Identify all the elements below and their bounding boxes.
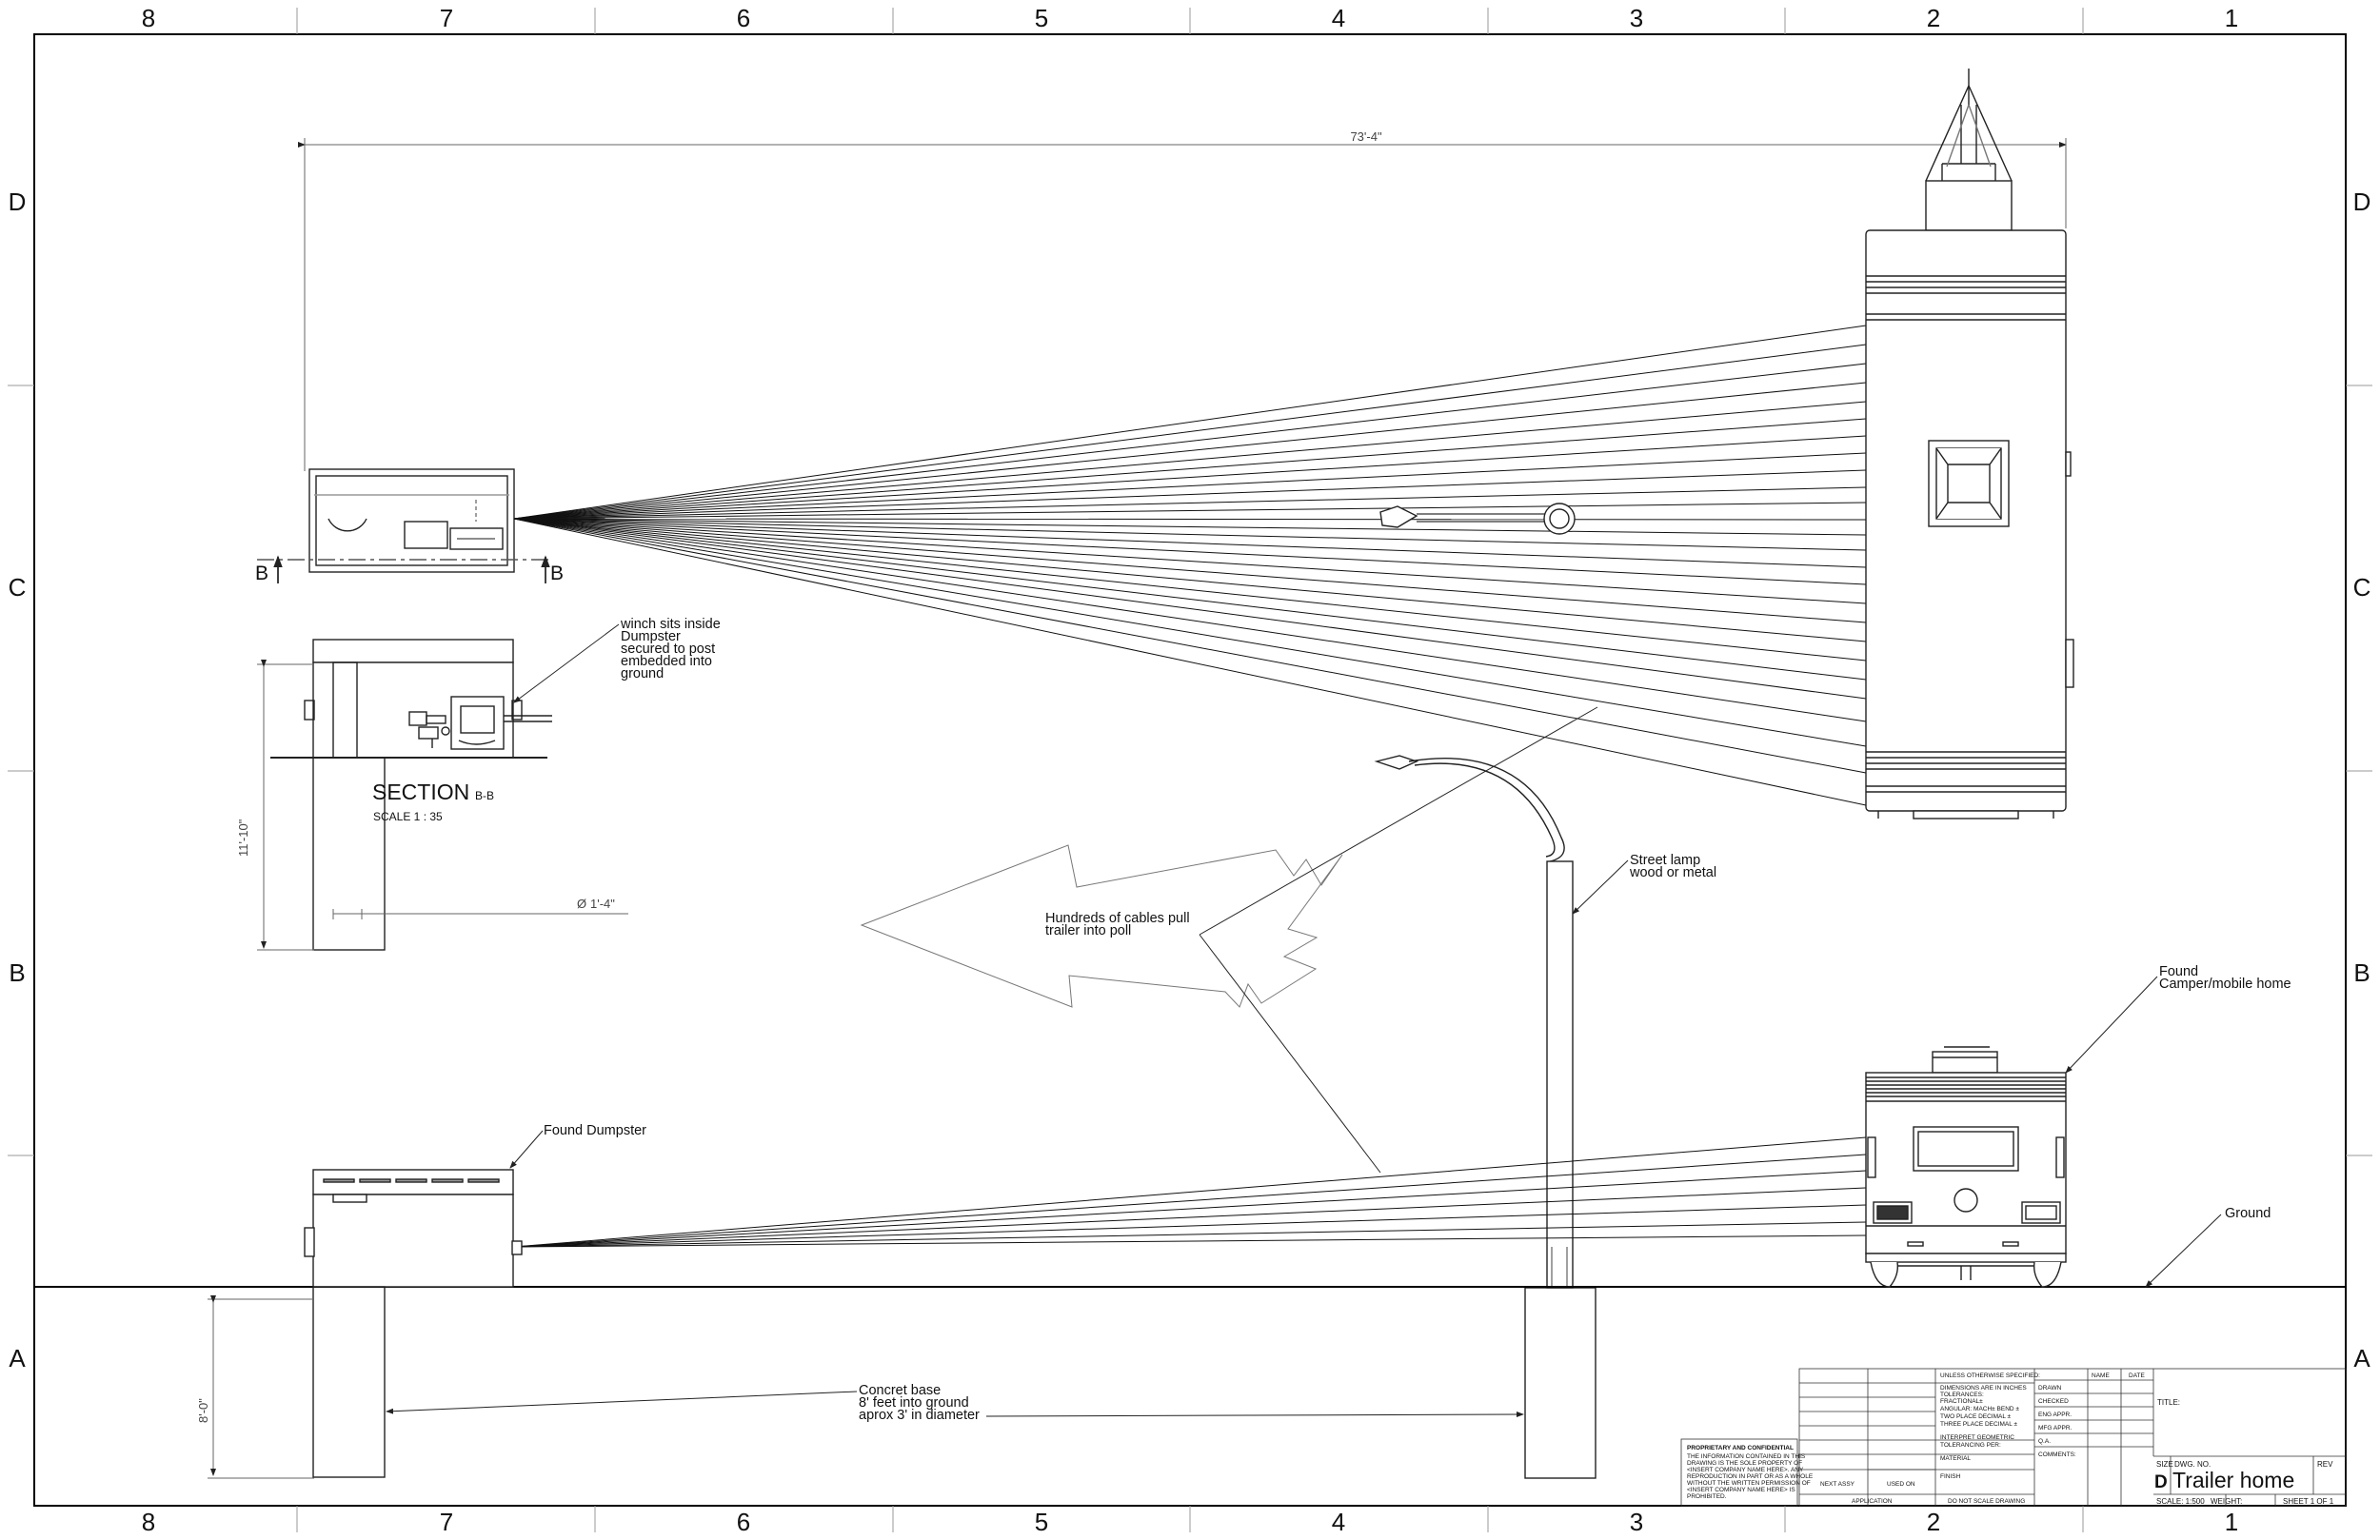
ground-leader <box>2145 1214 2222 1288</box>
section-cut-label-right: B <box>550 563 564 584</box>
winch-callout: winch sits inside Dumpster secured to po… <box>620 617 724 681</box>
weight-label: WEIGHT: <box>2211 1497 2242 1506</box>
section-dimensions <box>257 660 628 951</box>
size-label: SIZE <box>2156 1460 2173 1469</box>
concrete-base-leaders <box>386 1391 1524 1418</box>
street-lamp-leader <box>1572 859 1629 915</box>
zone-column-top: 7 <box>440 4 453 32</box>
material-label: MATERIAL <box>1940 1455 1971 1462</box>
name-column-label: NAME <box>2092 1372 2110 1379</box>
checked-label: CHECKED <box>2038 1398 2069 1405</box>
used-on-label: USED ON <box>1887 1481 1915 1488</box>
section-cut-label-left: B <box>255 563 268 584</box>
camper-plan-view <box>1865 69 2074 819</box>
title-block <box>1680 1368 2347 1507</box>
overall-dimension <box>298 138 2067 471</box>
camper-callout: Found Camper/mobile home <box>2159 964 2291 992</box>
sheet-size: D <box>2154 1472 2168 1492</box>
date-column-label: DATE <box>2129 1372 2146 1379</box>
zone-row-right: A <box>2353 1344 2370 1372</box>
zone-row-left: B <box>9 958 25 987</box>
dwg-no-label: DWG. NO. <box>2174 1460 2211 1469</box>
zone-column-top: 4 <box>1332 4 1345 32</box>
pull-direction-arrow <box>860 844 1343 1008</box>
zone-column-bottom: 6 <box>737 1508 750 1536</box>
sheet-number: SHEET 1 OF 1 <box>2283 1497 2334 1506</box>
finish-label: FINISH <box>1940 1473 1961 1480</box>
dumpster-plan-view <box>257 468 552 573</box>
section-title-suffix: B-B <box>475 789 494 802</box>
scale-value: SCALE: 1:500 <box>2156 1497 2205 1506</box>
rev-label: REV <box>2317 1460 2333 1469</box>
tolerance-notes: DIMENSIONS ARE IN INCHES TOLERANCES: FRA… <box>1940 1385 2028 1428</box>
zone-column-top: 1 <box>2225 4 2238 32</box>
proprietary-heading: PROPRIETARY AND CONFIDENTIAL <box>1687 1445 1794 1451</box>
zone-column-bottom: 4 <box>1332 1508 1345 1536</box>
zone-column-bottom: 2 <box>1927 1508 1940 1536</box>
zone-column-bottom: 5 <box>1035 1508 1048 1536</box>
title-label: TITLE: <box>2157 1398 2180 1407</box>
dumpster-elevation <box>304 1169 523 1478</box>
zone-row-left: C <box>9 573 27 602</box>
zone-row-right: C <box>2353 573 2371 602</box>
cables-leader <box>1199 706 1598 1174</box>
zone-row-left: A <box>9 1344 26 1372</box>
concrete-base-callout: Concret base 8' feet into ground aprox 3… <box>859 1383 980 1423</box>
cable-fan-elevation <box>513 1136 1867 1248</box>
mfg-appr-label: MFG APPR. <box>2038 1425 2073 1431</box>
eng-appr-label: ENG APPR. <box>2038 1412 2072 1418</box>
application-label: APPLICATION <box>1852 1498 1893 1505</box>
section-cut-markers <box>273 555 550 583</box>
zone-column-top: 3 <box>1630 4 1643 32</box>
section-b-b-view <box>270 639 552 951</box>
next-assy-label: NEXT ASSY <box>1820 1481 1855 1488</box>
zone-column-bottom: 3 <box>1630 1508 1643 1536</box>
tolerance-header: UNLESS OTHERWISE SPECIFIED: <box>1940 1372 2040 1379</box>
comments-label: COMMENTS: <box>2038 1451 2076 1458</box>
street-lamp-plan-view <box>1379 503 1576 535</box>
zone-column-top: 8 <box>142 4 155 32</box>
zone-labels: 8 7 6 5 4 3 2 1 8 7 6 5 4 3 2 1 D C B A … <box>9 4 2371 1536</box>
zone-column-bottom: 1 <box>2225 1508 2238 1536</box>
drawn-label: DRAWN <box>2038 1385 2062 1392</box>
zone-row-right: B <box>2353 958 2370 987</box>
post-height-dimension: 11'-10" <box>236 819 250 857</box>
overall-length-dimension: 73'-4" <box>1350 129 1382 144</box>
ground-callout: Ground <box>2225 1206 2271 1221</box>
camper-elevation <box>1865 1046 2067 1288</box>
qa-label: Q.A. <box>2038 1438 2051 1445</box>
post-diameter-symbol: Ø <box>577 897 586 911</box>
zone-column-top: 5 <box>1035 4 1048 32</box>
street-lamp-elevation <box>1374 755 1597 1479</box>
drawing-border <box>8 8 2372 1532</box>
interpret-geometric-note: INTERPRET GEOMETRIC TOLERANCING PER: <box>1940 1434 2016 1449</box>
winch-leader <box>513 623 620 703</box>
zone-column-bottom: 8 <box>142 1508 155 1536</box>
drawing-name: Trailer home <box>2172 1468 2294 1492</box>
do-not-scale-note: DO NOT SCALE DRAWING <box>1948 1498 2025 1505</box>
dumpster-callout: Found Dumpster <box>544 1123 646 1138</box>
camper-leader <box>2065 976 2158 1074</box>
zone-column-top: 6 <box>737 4 750 32</box>
post-diameter-dimension: 1'-4" <box>590 897 615 911</box>
zone-column-bottom: 7 <box>440 1508 453 1536</box>
proprietary-text: THE INFORMATION CONTAINED IN THIS DRAWIN… <box>1687 1453 1815 1500</box>
section-scale: SCALE 1 : 35 <box>373 810 443 823</box>
street-lamp-callout: Street lamp wood or metal <box>1629 853 1716 880</box>
section-title: SECTION <box>372 780 469 804</box>
base-depth-dimension: 8'-0" <box>196 1398 210 1423</box>
cable-fan-plan <box>513 325 1867 806</box>
concrete-base-dimension <box>208 1295 314 1479</box>
zone-row-right: D <box>2353 188 2371 216</box>
zone-column-top: 2 <box>1927 4 1940 32</box>
zone-row-left: D <box>9 188 27 216</box>
dumpster-leader <box>509 1130 544 1169</box>
cables-callout: Hundreds of cables pull trailer into pol… <box>1045 911 1194 938</box>
